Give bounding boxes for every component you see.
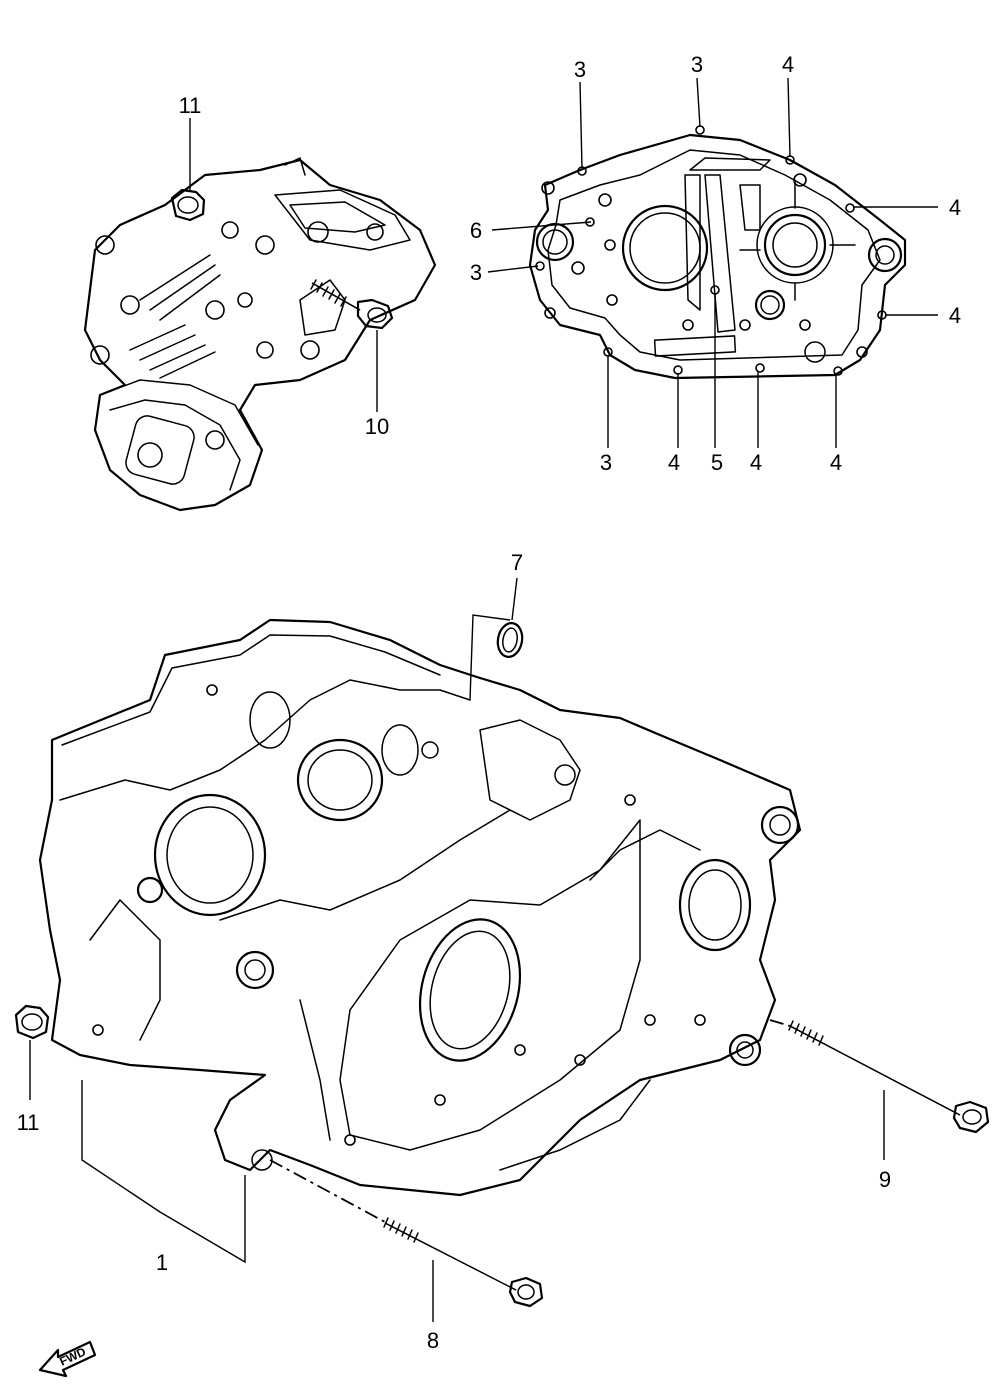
bolt-9 (769, 1019, 990, 1134)
crankcase-assembly (38, 618, 802, 1197)
callout-4-bottom-b: 4 (750, 450, 762, 475)
callout-3-top-mid: 3 (691, 52, 703, 77)
callout-5: 5 (711, 450, 723, 475)
callout-11-lower: 11 (17, 1110, 40, 1135)
bolt-10 (310, 279, 394, 330)
callout-10: 10 (365, 414, 389, 439)
callout-3-bottom: 3 (600, 450, 612, 475)
o-ring-7 (469, 614, 524, 701)
bolt-8 (269, 1159, 544, 1308)
part-1-bracket (81, 1080, 246, 1264)
callout-7: 7 (511, 550, 523, 575)
callout-9: 9 (879, 1167, 891, 1192)
callout-6: 6 (470, 218, 482, 243)
crankcase-half-perspective (83, 157, 437, 512)
bolt-11-upper (170, 188, 206, 222)
callout-4-bottom-c: 4 (830, 450, 842, 475)
bolt-11-lower (14, 1004, 50, 1040)
callout-3-left: 3 (470, 260, 482, 285)
callout-11-upper: 11 (179, 93, 202, 118)
fwd-arrow-icon: FWD (38, 1340, 97, 1378)
callout-numbers: 11 10 3 3 4 4 4 6 3 3 4 5 4 4 7 11 9 1 8 (17, 52, 962, 1353)
callout-4-top: 4 (782, 52, 794, 77)
callout-3-top-left: 3 (574, 57, 586, 82)
callout-1: 1 (156, 1250, 168, 1275)
crankcase-half-side (528, 125, 907, 380)
callout-4-right-upper: 4 (949, 195, 961, 220)
callout-8: 8 (427, 1328, 439, 1353)
leader-lines (29, 77, 938, 1322)
callout-4-bottom-a: 4 (668, 450, 680, 475)
callout-4-right-lower: 4 (949, 303, 961, 328)
